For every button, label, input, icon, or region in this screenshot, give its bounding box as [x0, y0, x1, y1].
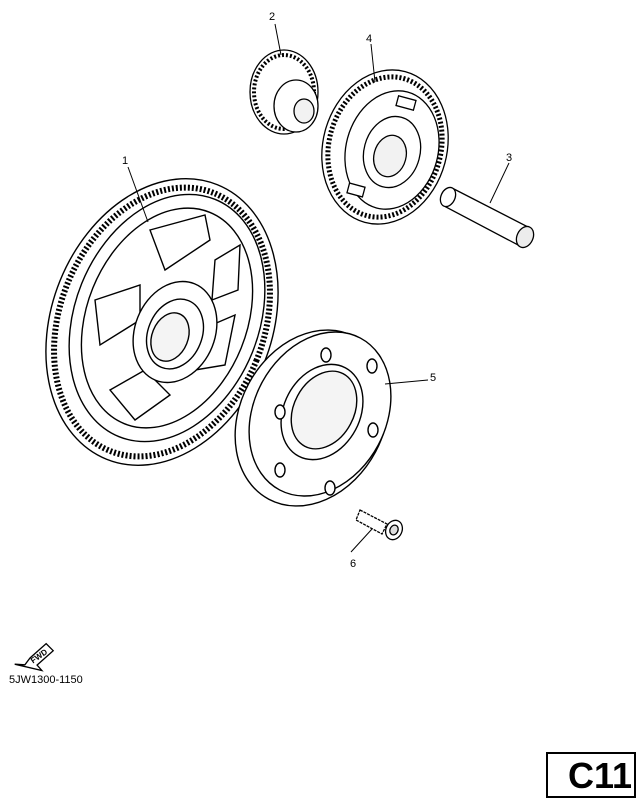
part-code: 5JW1300-1150: [9, 674, 83, 686]
leader-lines: [127, 23, 510, 553]
callout-6: 6: [350, 558, 356, 570]
callout-1: 1: [122, 155, 128, 167]
small-idler-gear: [249, 49, 319, 135]
callout-4: 4: [366, 33, 372, 45]
callout-5: 5: [430, 372, 436, 384]
exploded-parts-diagram: 1 2 3 4 5 6 FWD: [14, 11, 535, 672]
idler-gear: [321, 69, 449, 225]
clutch-bolt: [355, 509, 404, 541]
large-starter-gear: [45, 178, 279, 466]
callout-3: 3: [506, 152, 512, 164]
fwd-arrow-icon: FWD: [14, 642, 55, 672]
page-tag: C11: [546, 752, 636, 798]
callout-2: 2: [269, 11, 275, 23]
gear-shaft: [439, 186, 535, 249]
page-tag-text: C11: [568, 755, 633, 796]
one-way-clutch: [234, 329, 392, 507]
